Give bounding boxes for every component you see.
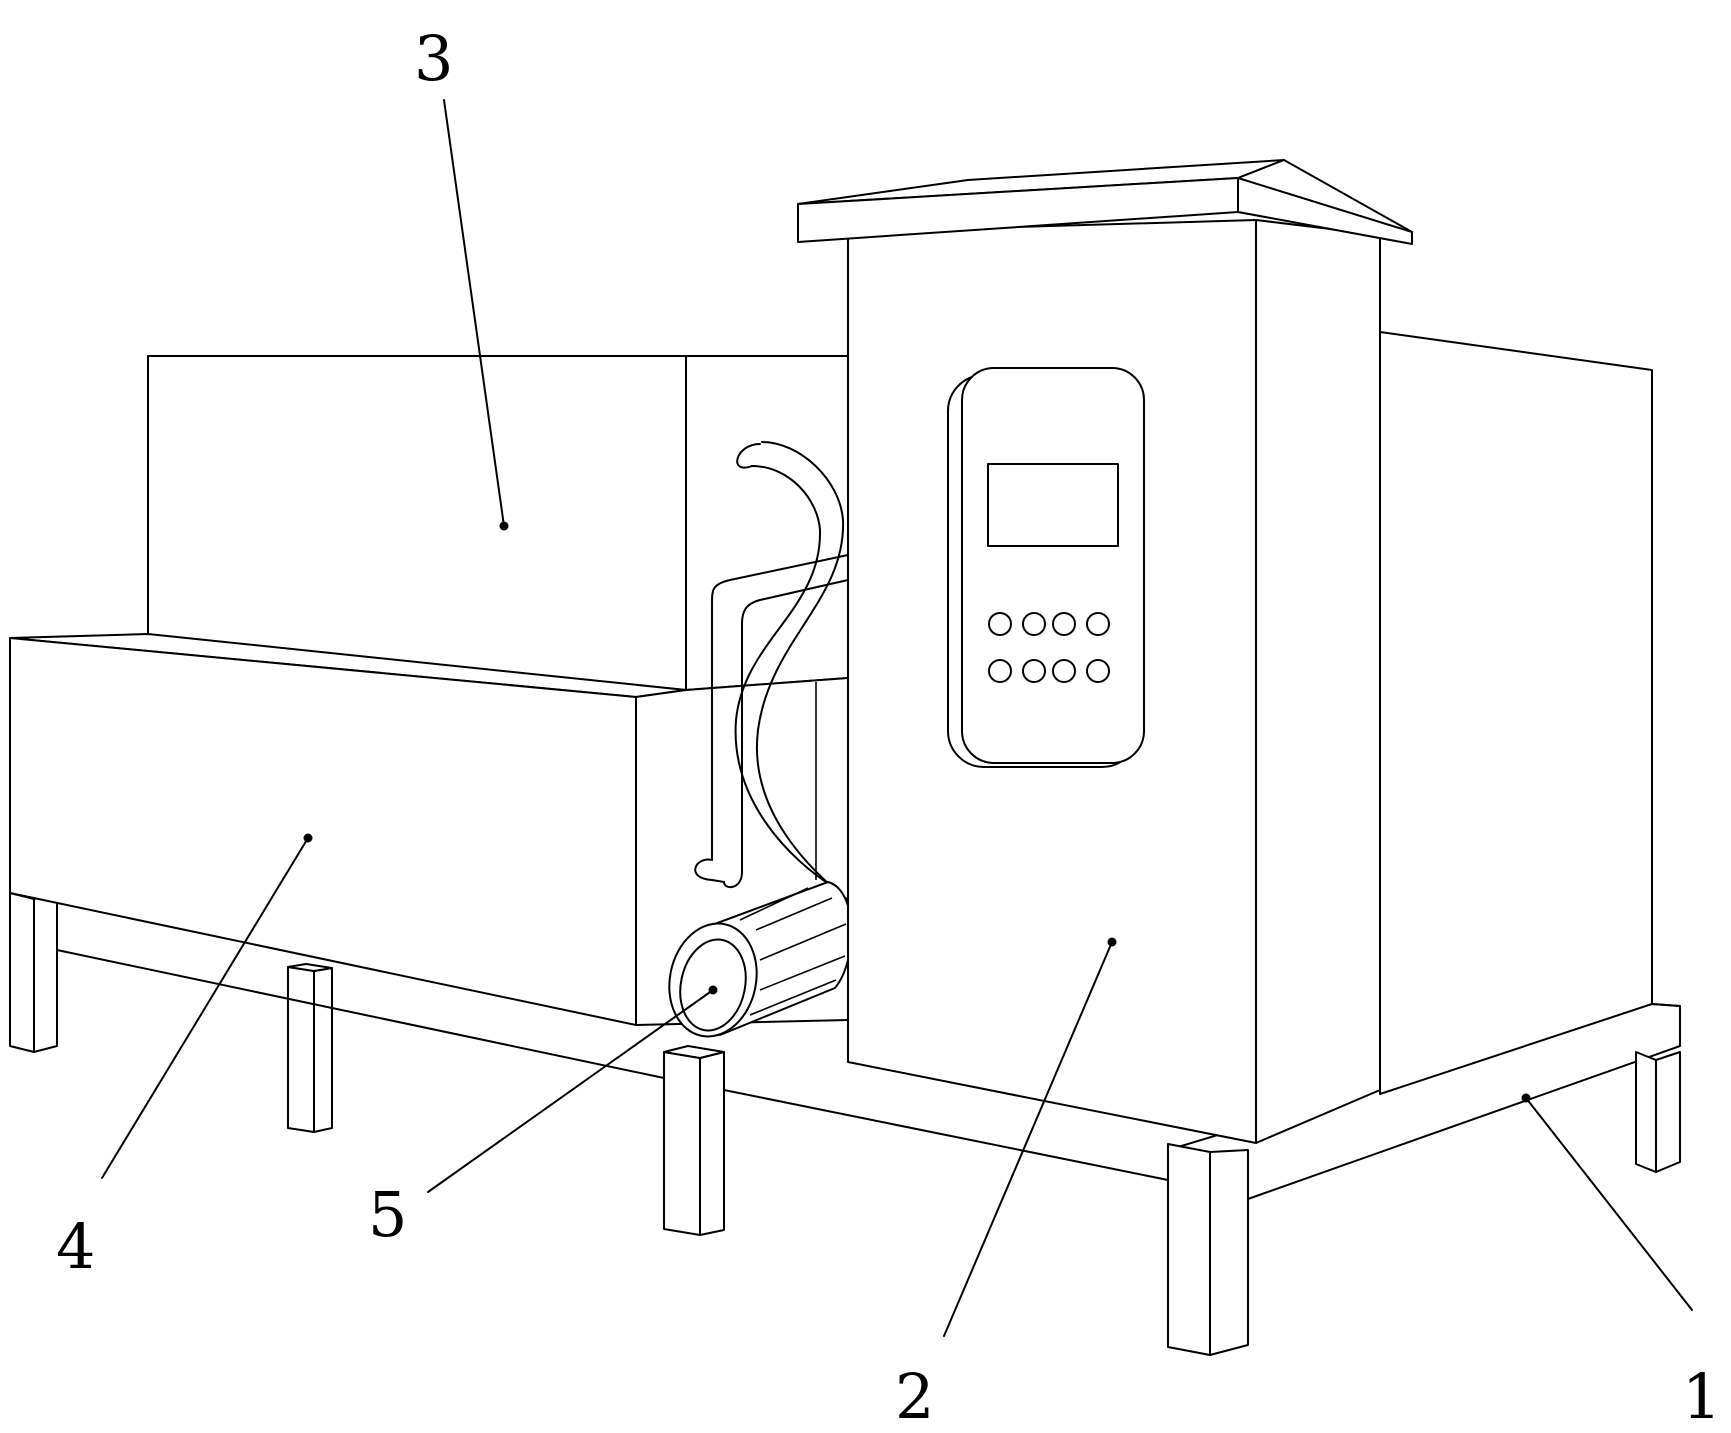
label-roller: 5 — [368, 1178, 407, 1251]
base-frame — [9, 892, 1681, 1356]
panel-button — [1022, 659, 1046, 683]
label-control-cabinet: 2 — [895, 1360, 934, 1433]
rear-box — [1379, 331, 1653, 1095]
panel-button — [988, 612, 1012, 636]
base-frame-rail — [56, 949, 665, 1079]
base-frame-leg — [1635, 1051, 1681, 1173]
hook-pipe — [694, 554, 849, 889]
button-grid — [988, 612, 1110, 683]
panel-button — [1086, 612, 1110, 636]
leader-lines — [101, 99, 1693, 1337]
base-frame-leg — [663, 1045, 725, 1236]
control-cabinet — [797, 159, 1413, 1144]
label-lower-tank: 4 — [56, 1210, 95, 1283]
panel-button — [988, 659, 1012, 683]
panel-button — [1086, 659, 1110, 683]
panel-button — [1052, 612, 1076, 636]
base-frame-leg — [9, 892, 58, 1053]
display-screen — [987, 463, 1119, 547]
label-base-frame: 1 — [1682, 1360, 1721, 1433]
base-frame-rail — [723, 1089, 1169, 1181]
base-frame-leg — [287, 963, 333, 1133]
pipe — [734, 441, 849, 901]
cabinet-roof — [797, 159, 1413, 245]
panel-button — [1022, 612, 1046, 636]
control-panel — [947, 367, 1145, 768]
roller — [668, 881, 853, 1038]
panel-button — [1052, 659, 1076, 683]
base-frame-leg — [1167, 1143, 1249, 1356]
label-upper-tank: 3 — [414, 22, 453, 95]
